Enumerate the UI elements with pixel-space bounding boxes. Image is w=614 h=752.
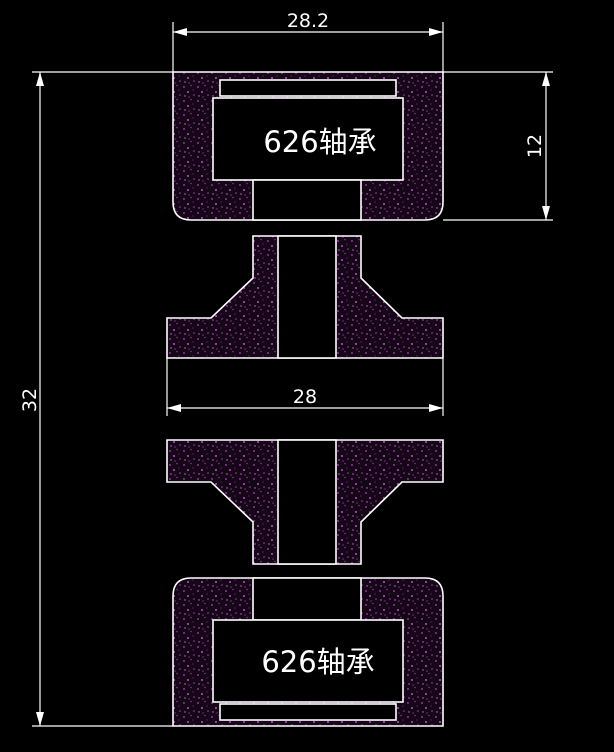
- dim-total-height-label: 32: [19, 388, 41, 412]
- upper-hub-bore: [277, 235, 337, 359]
- dim-top-width-label: 28.2: [287, 10, 329, 32]
- top-bearing-slot: [219, 79, 397, 97]
- top-shaft-bore: [252, 179, 362, 221]
- lower-hub: [166, 439, 444, 565]
- dim-top-width: [172, 22, 444, 72]
- lower-hub-bore: [277, 439, 337, 565]
- upper-hub: [166, 235, 444, 359]
- dim-middle-width-label: 28: [293, 386, 317, 408]
- top-housing: [172, 71, 444, 221]
- bottom-housing: [172, 577, 444, 727]
- bottom-shaft-bore: [252, 577, 362, 621]
- top-bearing-label: 626轴承: [263, 125, 376, 159]
- bottom-bearing-slot: [219, 703, 397, 721]
- bottom-bearing-cavity: [212, 619, 404, 703]
- dim-right-height-label: 12: [524, 134, 546, 158]
- bottom-bearing-label: 626轴承: [261, 645, 374, 679]
- top-bearing-cavity: [212, 97, 404, 181]
- dim-middle-width: [166, 358, 444, 416]
- dim-right-height: [443, 71, 553, 221]
- dim-total-height: [32, 71, 173, 727]
